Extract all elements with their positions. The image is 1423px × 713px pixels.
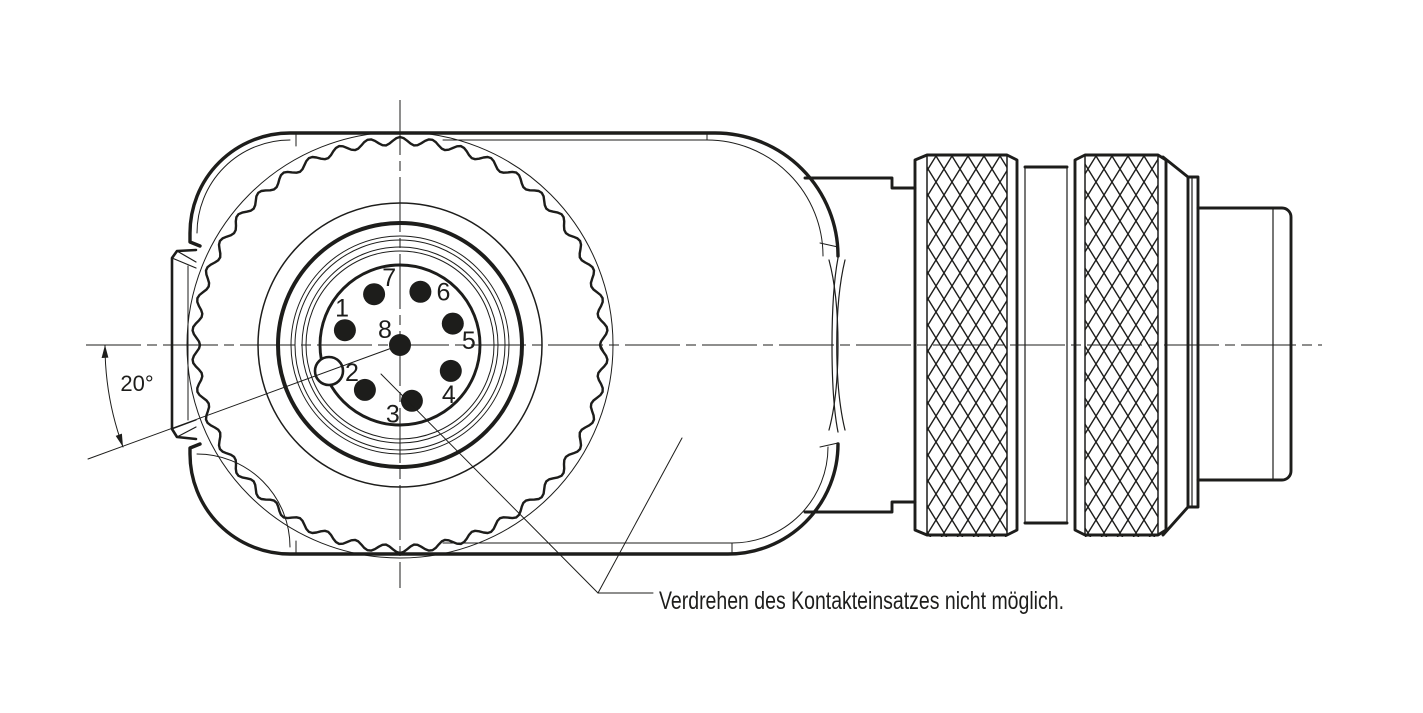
pin-label-8: 8 (378, 316, 392, 344)
pin-label-4: 4 (442, 381, 456, 409)
body-facet-ticks (295, 132, 733, 555)
knurl-band-2 (1073, 153, 1168, 537)
body-inner-contour-top (442, 139, 824, 257)
pin-label-3: 3 (386, 401, 400, 429)
pin-contact-6 (409, 280, 432, 303)
angle-dimension: 20° (87, 344, 401, 460)
dimension-arc (104, 344, 124, 448)
pin-label-6: 6 (436, 278, 450, 306)
flange-bevel-lines (171, 250, 197, 438)
arrowhead-bottom (115, 433, 123, 447)
angle-reference-line (87, 344, 401, 460)
leader-line-insert (380, 373, 654, 594)
pin-label-1: 1 (335, 294, 349, 322)
knurled-nut-silhouette (191, 135, 609, 555)
body-inner-contour-bottom (442, 446, 829, 544)
leader-line-body (597, 437, 683, 594)
pin-contact-7 (363, 283, 386, 306)
knurl-band-1 (913, 153, 1019, 537)
neck-bottom-line (803, 500, 917, 514)
end-cap (1196, 206, 1293, 482)
pin-group: 1 23 456 7 8 (333, 264, 476, 429)
pin-contact-1 (333, 319, 356, 342)
neck-top-line (803, 176, 917, 190)
pin-contact-8 (389, 334, 411, 356)
pin-contact-5 (441, 312, 464, 335)
note-annotation: Verdrehen des Kontakteinsatzes nicht mög… (380, 373, 1064, 615)
pin-label-5: 5 (462, 327, 476, 355)
note-text: Verdrehen des Kontakteinsatzes nicht mög… (659, 587, 1064, 615)
flange-outline (170, 248, 198, 441)
knurl-hatch-1 (927, 155, 1007, 537)
knurl-hatch-2 (1085, 155, 1158, 537)
body-inner-contour-left-bottom (196, 453, 291, 548)
angle-dimension-label: 20° (120, 371, 153, 396)
body-waist-curves (819, 242, 846, 448)
pin-contact-3 (400, 389, 423, 412)
housing-body (188, 131, 846, 556)
pin-contact-4 (439, 359, 462, 382)
rear-assembly (803, 153, 1293, 537)
body-outline-bottom (188, 442, 840, 556)
body-inner-contour-left-top (196, 139, 291, 234)
pin-contact-2 (353, 378, 376, 401)
pin-label-2: 2 (345, 359, 359, 387)
arrowhead-top (101, 345, 109, 358)
collar-ring (1161, 155, 1200, 537)
pin-label-7: 7 (382, 264, 396, 292)
body-outline-top (188, 131, 840, 258)
